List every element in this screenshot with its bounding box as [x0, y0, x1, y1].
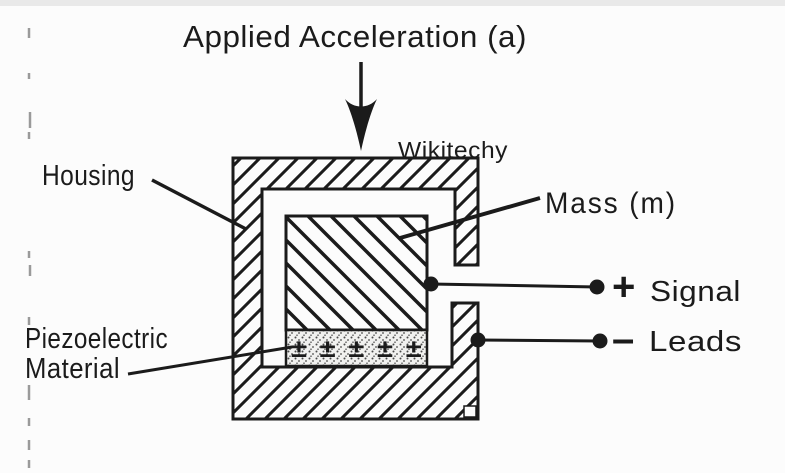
- signal-terminal-dot: [423, 276, 439, 292]
- corner-notch: [463, 405, 477, 418]
- mass-label: Mass (m): [545, 187, 677, 220]
- piezoelectric-label-line1: Piezoelectric: [25, 323, 168, 355]
- leads-wire: [470, 332, 608, 349]
- signal-end-dot: [589, 279, 605, 295]
- mass-leader-line: [399, 196, 541, 240]
- housing-label: Housing: [42, 160, 135, 192]
- page-edge-marks: [27, 28, 32, 468]
- housing-shape: [231, 156, 480, 421]
- signal-label: Signal: [650, 276, 741, 308]
- applied-acceleration-label: Applied Acceleration (a): [183, 19, 527, 54]
- leads-terminal-dot: [470, 332, 486, 348]
- piezo-polarity-symbols: ± ± ± ± ±: [291, 335, 424, 363]
- housing-leader-line: [151, 178, 247, 231]
- watermark-text: Wikitechy: [398, 137, 508, 163]
- leads-label: Leads: [649, 326, 742, 358]
- piezoelectric-label-line2: Material: [25, 353, 120, 385]
- leads-end-dot: [592, 333, 608, 349]
- signal-wire: [423, 276, 605, 295]
- piezo-leader-line: [127, 345, 293, 376]
- scan-top-band: [0, 0, 785, 6]
- acceleration-arrow-icon: [345, 62, 377, 151]
- signal-plus-sign: +: [612, 265, 635, 309]
- mass-shape: [284, 214, 429, 332]
- leads-minus-sign: –: [612, 317, 634, 361]
